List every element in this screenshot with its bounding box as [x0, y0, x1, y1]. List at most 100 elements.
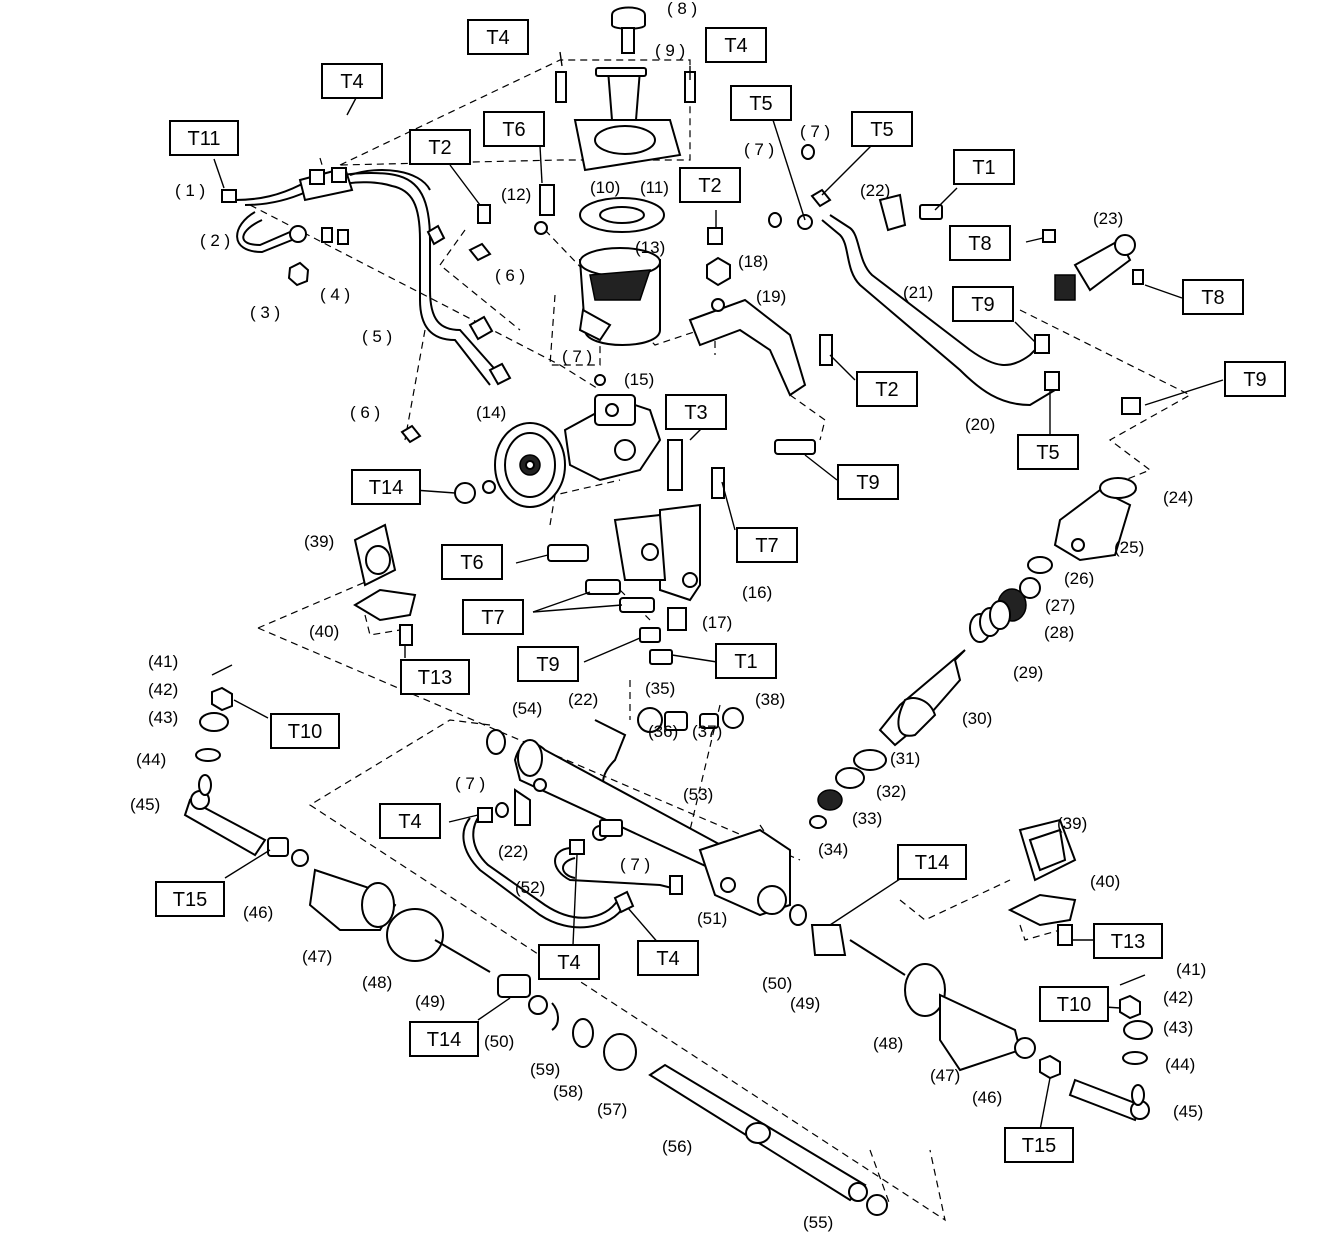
torque-label-t5-b: T5 — [851, 111, 913, 147]
outer-tube — [648, 1063, 888, 1216]
torque-label-t6-upper: T6 — [483, 111, 545, 147]
svg-text:T1: T1 — [734, 651, 757, 673]
torque-label-t14-pulley: T14 — [351, 469, 421, 505]
valve-body-small-parts — [594, 627, 744, 791]
torque-label-t5-a: T5 — [730, 85, 792, 121]
part-number-label: (41) — [148, 652, 178, 671]
part-number-label: (57) — [597, 1100, 627, 1119]
torque-label-t14-right: T14 — [897, 844, 967, 880]
part-number-label: (53) — [683, 785, 713, 804]
part-number-label: (13) — [635, 238, 665, 257]
svg-text:T15: T15 — [173, 889, 207, 911]
part-number-label: ( 7 ) — [562, 347, 592, 366]
svg-text:T15: T15 — [1022, 1135, 1056, 1157]
svg-text:T6: T6 — [502, 119, 525, 141]
gearbox-housing — [513, 739, 791, 917]
svg-text:T5: T5 — [870, 119, 893, 141]
part-number-label: (26) — [1064, 569, 1094, 588]
part-number-label: (56) — [662, 1137, 692, 1156]
part-number-label: (43) — [1163, 1018, 1193, 1037]
svg-text:T11: T11 — [188, 128, 221, 150]
part-number-label: (32) — [876, 782, 906, 801]
part-number-callouts: ( 1 )( 2 )( 3 )( 4 )( 5 )( 6 )( 6 )( 7 )… — [130, 0, 1206, 1232]
part-number-label: (30) — [962, 709, 992, 728]
torque-label-t4-top-center: T4 — [467, 19, 529, 55]
part-number-label: (59) — [530, 1060, 560, 1079]
torque-label-t4-low-a: T4 — [538, 944, 600, 980]
part-number-label: (38) — [755, 690, 785, 709]
return-pipes — [797, 188, 1141, 415]
svg-text:T14: T14 — [915, 852, 949, 874]
part-number-label: (55) — [803, 1213, 833, 1232]
part-number-label: (10) — [590, 178, 620, 197]
part-number-label: (41) — [1176, 960, 1206, 979]
part-number-label: (48) — [873, 1034, 903, 1053]
part-number-label: (18) — [738, 252, 768, 271]
torque-label-t2-upper: T2 — [409, 129, 471, 165]
left-tie-rod — [183, 664, 637, 1071]
pressure-pipe-assembly — [234, 166, 512, 386]
part-number-label: (28) — [1044, 623, 1074, 642]
torque-label-t8-b: T8 — [1182, 279, 1244, 315]
part-number-label: ( 8 ) — [667, 0, 697, 18]
svg-text:T14: T14 — [427, 1029, 461, 1051]
svg-text:T13: T13 — [418, 667, 452, 689]
part-number-label: (25) — [1114, 538, 1144, 557]
svg-text:T13: T13 — [1111, 931, 1145, 953]
part-number-label: (49) — [790, 994, 820, 1013]
misc-washers — [486, 144, 815, 818]
part-number-label: (45) — [130, 795, 160, 814]
part-number-label: (27) — [1045, 596, 1075, 615]
torque-label-t4-top-right: T4 — [705, 27, 767, 63]
torque-label-t9-far-right: T9 — [1224, 361, 1286, 397]
part-number-label: (47) — [930, 1066, 960, 1085]
part-number-label: (50) — [484, 1032, 514, 1051]
torque-label-t4-low-b: T4 — [637, 940, 699, 976]
svg-text:T2: T2 — [428, 137, 451, 159]
svg-text:T14: T14 — [369, 477, 403, 499]
part-number-label: (51) — [697, 909, 727, 928]
feed-pipe — [462, 788, 683, 929]
part-number-label: (20) — [965, 415, 995, 434]
svg-text:T2: T2 — [698, 175, 721, 197]
torque-label-t5-c: T5 — [1017, 434, 1079, 470]
part-number-label: (24) — [1163, 488, 1193, 507]
part-number-label: (44) — [1165, 1055, 1195, 1074]
part-number-label: (22) — [568, 690, 598, 709]
part-number-label: (16) — [742, 583, 772, 602]
part-number-label: (48) — [362, 973, 392, 992]
part-number-label: (14) — [476, 403, 506, 422]
svg-text:T9: T9 — [971, 294, 994, 316]
torque-label-t11: T11 — [169, 120, 239, 156]
svg-text:T5: T5 — [1036, 442, 1059, 464]
part-number-label: (52) — [515, 878, 545, 897]
part-number-label: (39) — [304, 532, 334, 551]
part-number-label: (42) — [148, 680, 178, 699]
torque-label-t10-right: T10 — [1039, 986, 1109, 1022]
part-number-label: (40) — [1090, 872, 1120, 891]
torque-label-t7-b: T7 — [462, 599, 524, 635]
part-number-label: (47) — [302, 947, 332, 966]
part-number-label: (50) — [762, 974, 792, 993]
part-number-label: ( 4 ) — [320, 285, 350, 304]
reservoir-tank — [534, 6, 696, 346]
part-number-label: (33) — [852, 809, 882, 828]
part-number-label: ( 3 ) — [250, 303, 280, 322]
oil-pump-pulley — [454, 394, 662, 508]
torque-label-t4-mid: T4 — [379, 803, 441, 839]
svg-text:T7: T7 — [481, 607, 504, 629]
svg-text:T2: T2 — [875, 379, 898, 401]
part-number-label: (54) — [512, 699, 542, 718]
control-valve — [1042, 229, 1144, 301]
pinion-shaft — [809, 649, 966, 829]
right-tie-rod — [789, 904, 1153, 1122]
torque-label-t9-right: T9 — [952, 286, 1014, 322]
svg-text:T8: T8 — [968, 233, 991, 255]
part-number-label: ( 7 ) — [455, 774, 485, 793]
part-number-label: ( 2 ) — [200, 231, 230, 250]
svg-text:T9: T9 — [1243, 369, 1266, 391]
torque-label-t1-lower: T1 — [715, 643, 777, 679]
part-number-label: (21) — [903, 283, 933, 302]
part-number-label: (46) — [243, 903, 273, 922]
